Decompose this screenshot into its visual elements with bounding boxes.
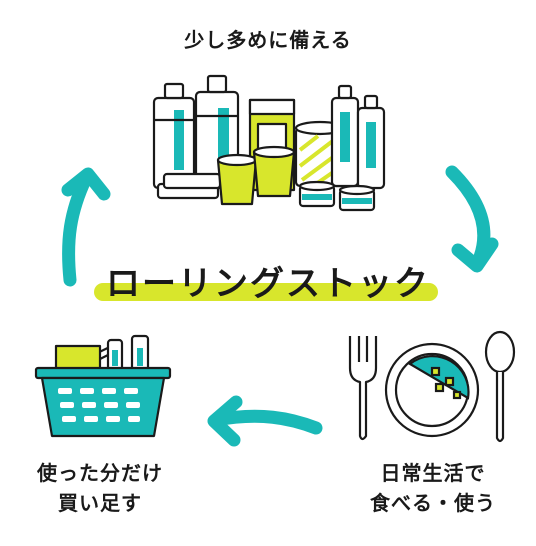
left-label: 使った分だけ 買い足す: [10, 458, 190, 518]
title-highlight: [94, 283, 438, 301]
plate-icon: [384, 342, 480, 438]
spoon-icon: [484, 330, 516, 443]
left-label-line1: 使った分だけ: [37, 461, 163, 485]
top-label: 少し多めに備える: [184, 28, 352, 52]
center-title: ローリングストック: [106, 264, 430, 304]
right-label-line2: 食べる・使う: [370, 491, 496, 515]
tray-icon: [156, 172, 222, 200]
right-label: 日常生活で 食べる・使う: [338, 458, 528, 518]
cup-icon: [252, 145, 296, 198]
arrow-up-icon: [61, 167, 111, 287]
fork-icon: [348, 336, 378, 441]
water-bottle-icon: [152, 82, 196, 190]
small-bottle-icon: [330, 84, 360, 188]
tin-icon: [338, 184, 376, 212]
arrow-down-icon: [445, 165, 499, 273]
basket-icon: [34, 334, 172, 438]
small-bottle-icon: [356, 94, 386, 190]
left-label-line2: 買い足す: [58, 491, 142, 515]
cup-icon: [216, 153, 258, 206]
stockpile-illustration: [152, 74, 386, 212]
tin-icon: [298, 180, 336, 208]
right-label-line1: 日常生活で: [380, 461, 486, 485]
arrow-left-icon: [207, 395, 323, 447]
cycle-arrow-icons: [61, 165, 499, 447]
